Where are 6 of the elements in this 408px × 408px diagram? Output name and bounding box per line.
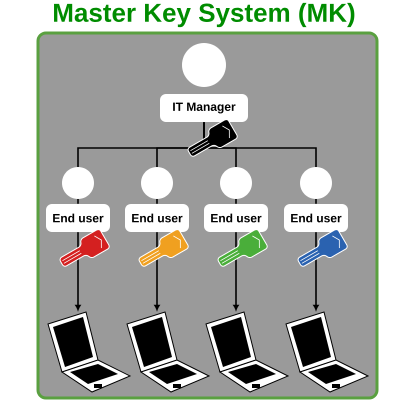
- title: Master Key System (MK): [54, 2, 354, 28]
- label-box: End user: [46, 204, 110, 232]
- label-box: End user: [284, 204, 348, 232]
- label-box: IT Manager: [160, 94, 248, 122]
- label-box: End user: [125, 204, 189, 232]
- label-box: End user: [204, 204, 268, 232]
